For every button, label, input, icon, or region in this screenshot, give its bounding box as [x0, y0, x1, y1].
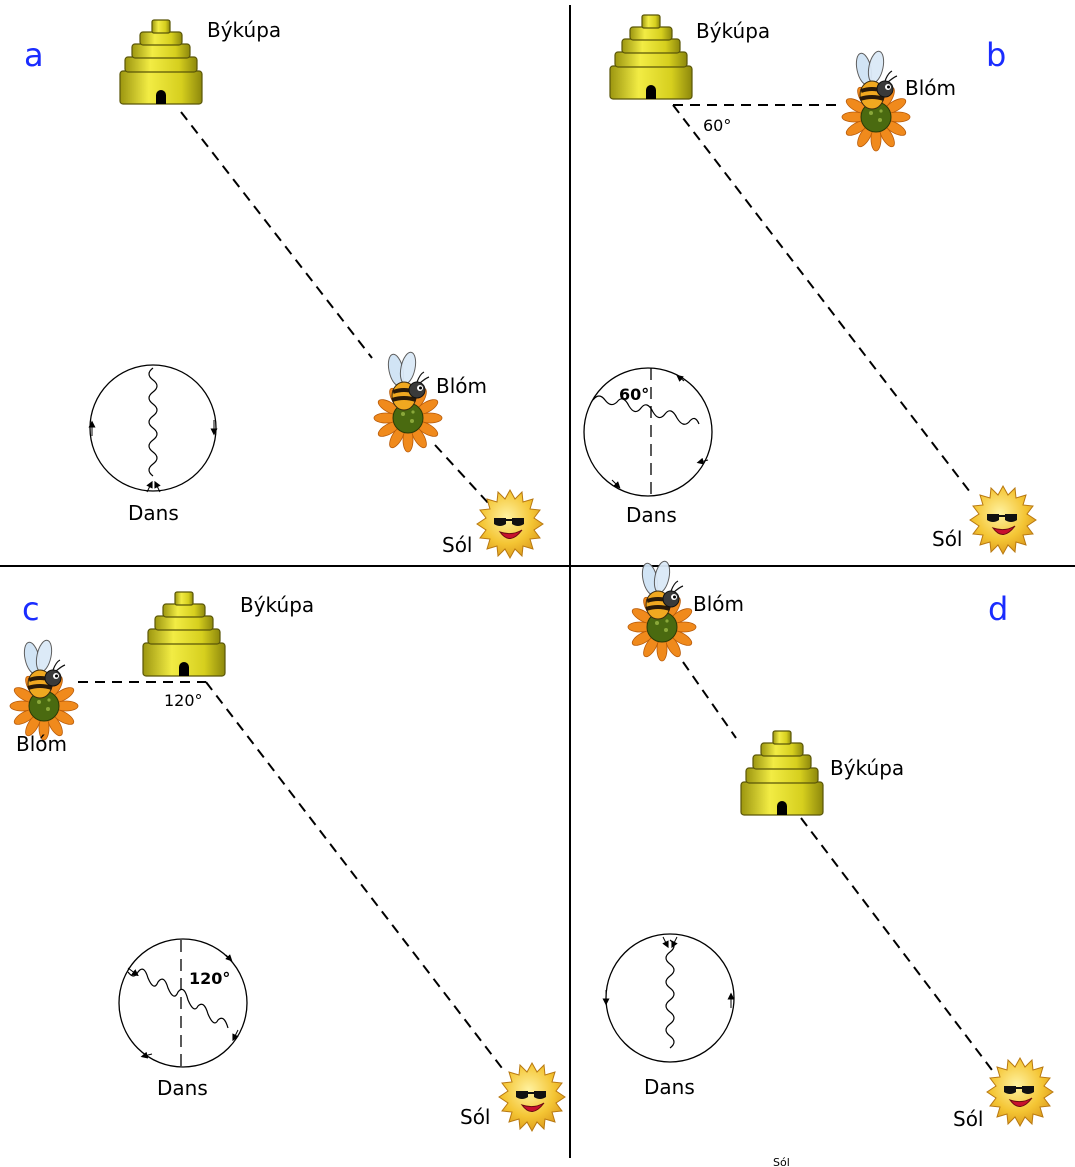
angle-label: 120°: [164, 691, 203, 710]
flower-label: Blóm: [436, 374, 487, 398]
dance-angle-label: 120°: [189, 969, 230, 988]
panel-a-letter: a: [24, 36, 44, 74]
panel-d-flower-hive-line: [682, 661, 737, 739]
sun-label: Sól: [442, 533, 473, 557]
beehive-icon: [609, 14, 693, 100]
footer-label: Sól: [773, 1156, 790, 1167]
sun-icon: [986, 1057, 1054, 1127]
dance-arrow: [140, 1051, 153, 1059]
panel-b-hive-sun-line: [672, 104, 971, 493]
panel-d-hive-sun-line: [800, 817, 993, 1071]
hive-label: Býkúpa: [696, 19, 770, 43]
sun-label: Sól: [953, 1107, 984, 1131]
sun-icon: [498, 1062, 566, 1132]
panel-c-hive-sun-line: [205, 681, 506, 1073]
hive-label: Býkúpa: [240, 593, 314, 617]
flower-label: Blóm: [693, 592, 744, 616]
panel-a: a Býkúpa Blóm Sól Dans: [24, 18, 544, 559]
sun-icon: [476, 489, 544, 559]
sun-label: Sól: [460, 1105, 491, 1129]
dance-arrow: [127, 967, 139, 977]
dance-arrow: [671, 936, 678, 949]
waggle-run: [148, 367, 158, 477]
sun-icon: [969, 485, 1037, 555]
bee-flower-icon: [372, 348, 444, 454]
angle-label: 60°: [703, 116, 731, 135]
dance-arrow: [225, 954, 233, 962]
panel-d: d Býkúpa Blóm Sól Dans: [602, 557, 1054, 1131]
panel-b-letter: b: [986, 36, 1006, 74]
beehive-icon: [740, 730, 824, 816]
sun-label: Sól: [932, 527, 963, 551]
bee-flower-icon: [840, 47, 912, 153]
dance-circle-icon: [605, 933, 735, 1063]
dance-arrow: [146, 480, 153, 493]
beehive-icon: [119, 19, 203, 105]
bee-flower-icon: [626, 557, 698, 663]
dance-label: Dans: [644, 1075, 695, 1099]
bee-flower-icon: [8, 636, 80, 742]
dance-arrow: [611, 479, 621, 489]
panel-c-letter: c: [22, 590, 40, 628]
panel-c: c Býkúpa 120° Blóm Sól 120° Dans: [8, 590, 566, 1132]
dance-circle-icon: [118, 938, 248, 1068]
beehive-icon: [142, 591, 226, 677]
flower-label: Blóm: [905, 76, 956, 100]
dance-arrow: [676, 374, 685, 382]
dance-arrow: [662, 936, 669, 949]
dance-label: Dans: [128, 501, 179, 525]
dance-arrow: [696, 457, 709, 465]
panel-d-letter: d: [988, 590, 1008, 628]
dance-circle-icon: [89, 364, 217, 492]
waggle-run: [665, 939, 675, 1049]
dance-label: Dans: [626, 503, 677, 527]
flower-label: Blóm: [16, 732, 67, 756]
panel-a-hive-flower-line: [180, 111, 373, 359]
waggle-run: [592, 395, 700, 425]
panel-a-flower-sun-line: [434, 444, 491, 506]
hive-label: Býkúpa: [207, 18, 281, 42]
dance-label: Dans: [157, 1076, 208, 1100]
dance-arrow: [154, 480, 161, 493]
dance-arrow: [232, 1029, 239, 1042]
panel-b: b Býkúpa 60° Blóm Sól 60° Dans: [583, 14, 1037, 555]
hive-label: Býkúpa: [830, 756, 904, 780]
dance-angle-label: 60°: [619, 385, 649, 404]
waggle-run: [127, 968, 229, 1029]
dance-circle-icon: [583, 367, 713, 497]
